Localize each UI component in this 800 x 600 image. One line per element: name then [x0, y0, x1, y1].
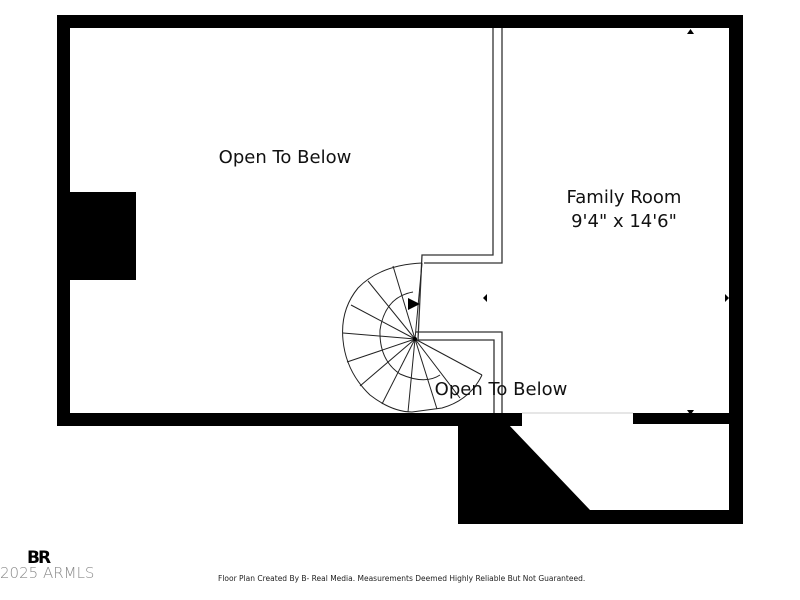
room-label-open-to-below-stair: Open To Below: [416, 378, 586, 402]
spiral-staircase: [342, 262, 483, 413]
room-name: Family Room: [566, 187, 682, 208]
brand-logo: BR: [27, 548, 51, 568]
wall-left: [57, 15, 70, 426]
exterior-walls: [57, 15, 743, 524]
disclaimer-note: Floor Plan Created By B- Real Media. Mea…: [218, 574, 586, 583]
stair-direction-arrow-icon: [408, 298, 420, 310]
room-name: Open To Below: [434, 379, 568, 400]
room-name: Open To Below: [218, 147, 352, 168]
wall-bottom-left: [57, 413, 522, 426]
marker-bottom-triangle-icon: [687, 410, 694, 415]
wall-right: [729, 15, 743, 524]
wall-top: [57, 15, 743, 28]
interior-partition: [416, 28, 503, 413]
stair-center-post: [413, 337, 417, 341]
marker-right-triangle-icon: [725, 294, 729, 302]
chimney-block: [70, 192, 136, 280]
room-label-family-room: Family Room 9'4" x 14'6": [540, 186, 708, 234]
room-label-open-to-below-main: Open To Below: [200, 146, 370, 170]
lower-extension-wall: [458, 424, 729, 524]
markers: [483, 29, 729, 415]
copyright-text: 2025 ARMLS: [0, 564, 95, 582]
marker-left-triangle-icon: [483, 294, 487, 302]
room-dimensions: 9'4" x 14'6": [571, 211, 677, 232]
wall-bottom-right: [633, 413, 743, 424]
marker-top-triangle-icon: [687, 29, 694, 34]
